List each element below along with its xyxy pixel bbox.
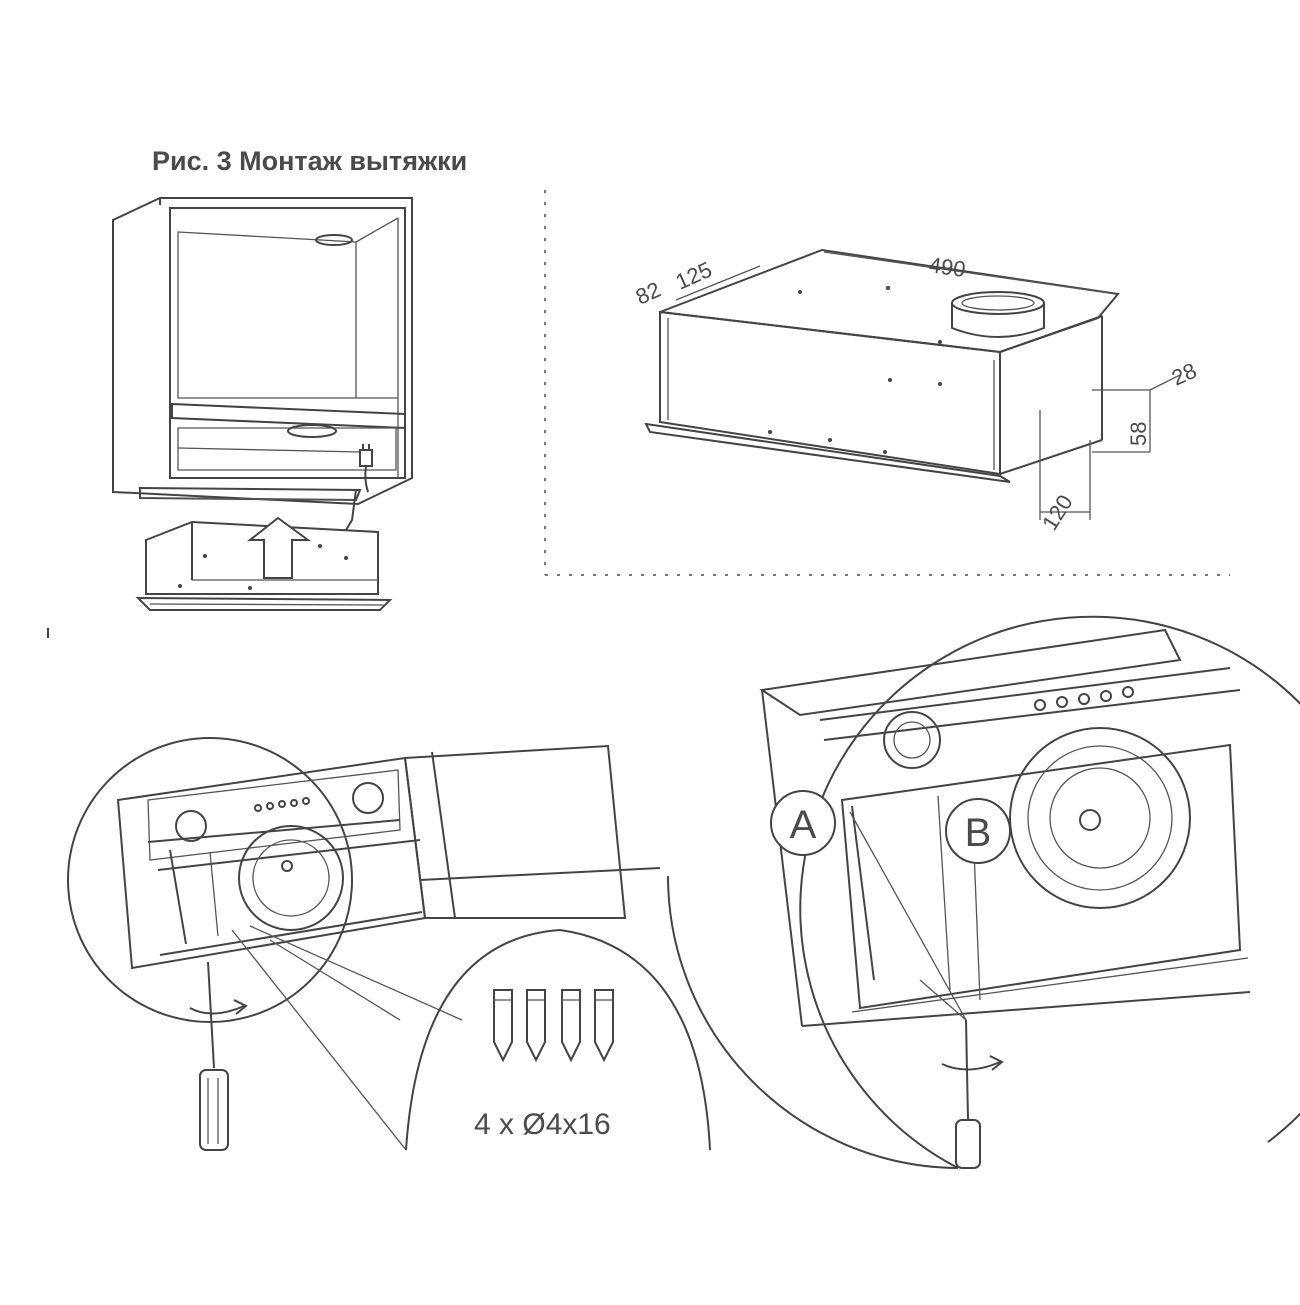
screwdriver-right-icon: [941, 1019, 1004, 1169]
dim-body: 120: [1037, 490, 1078, 534]
control-buttons: [254, 797, 310, 812]
screw-spec-label: 4 x Ø4x16: [474, 1108, 611, 1141]
dim-panel: 58: [1126, 422, 1151, 446]
dim-depth-b: 125: [672, 257, 716, 295]
screw-magnifier: 4 x Ø4x16: [405, 928, 711, 1151]
screwdriver-left-icon: [189, 961, 248, 1151]
screw-icons: [493, 989, 614, 1063]
cabinet-drawing: [112, 197, 413, 531]
dim-depth-a: 82: [632, 277, 665, 310]
dim-width: 490: [927, 252, 967, 282]
arrow-up-icon: [247, 516, 312, 579]
callout-a-label: A: [790, 803, 817, 847]
callout-b-label: B: [965, 811, 992, 855]
detail-left-drawing: [47, 628, 661, 1151]
dimension-drawing: 82 125 490 28 58 120: [544, 190, 1230, 576]
figure-title: Рис. 3 Монтаж вытяжки: [152, 146, 468, 176]
callout-b: B: [945, 798, 1011, 864]
hood-insert-drawing: [135, 516, 393, 611]
control-buttons-large: [1034, 686, 1134, 711]
detail-right-drawing: A B: [667, 615, 1300, 1169]
dim-flange: 28: [1168, 358, 1201, 391]
callout-a: A: [770, 790, 836, 856]
